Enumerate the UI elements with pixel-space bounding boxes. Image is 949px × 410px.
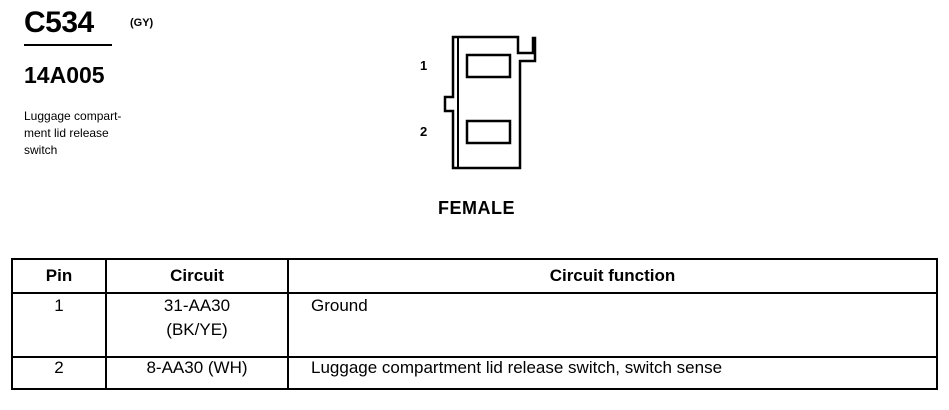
connector-id: C534 (24, 6, 94, 39)
pinout-table: Pin Circuit Circuit function 1 31-AA30 (… (11, 258, 938, 390)
circuit-line: (BK/YE) (166, 320, 228, 339)
description-line: ment lid release (24, 126, 109, 140)
header-circuit: Circuit (105, 258, 289, 294)
table-row: 2 8-AA30 (WH) Luggage compartment lid re… (11, 356, 938, 390)
pin-cell: 2 (11, 356, 107, 390)
table-row: 1 31-AA30 (BK/YE) Ground (11, 292, 938, 358)
header-function: Circuit function (287, 258, 938, 294)
connector-housing-outline (443, 35, 537, 170)
circuit-line: 8-AA30 (WH) (146, 358, 248, 377)
pin-cavity-1 (465, 53, 512, 79)
function-cell: Luggage compartment lid release switch, … (287, 356, 938, 390)
circuit-cell: 31-AA30 (BK/YE) (105, 292, 289, 358)
table-header-row: Pin Circuit Circuit function (11, 258, 938, 294)
description-line: switch (24, 143, 58, 157)
connector-id-underline (24, 44, 112, 46)
header-pin: Pin (11, 258, 107, 294)
color-code: (GY) (130, 17, 154, 29)
connector-face-diagram (443, 35, 537, 170)
pin-cavity-2 (465, 119, 512, 145)
circuit-line: 31-AA30 (163, 296, 231, 315)
description-line: Luggage compart- (24, 109, 122, 123)
part-number: 14A005 (24, 62, 105, 88)
connector-pin-label: 2 (420, 124, 428, 139)
pin-cell: 1 (11, 292, 107, 358)
connector-pin-label: 1 (420, 58, 428, 73)
connector-description: Luggage compart- ment lid release switch (24, 108, 174, 159)
circuit-cell: 8-AA30 (WH) (105, 356, 289, 390)
function-cell: Ground (287, 292, 938, 358)
connector-gender-label: FEMALE (438, 198, 515, 218)
